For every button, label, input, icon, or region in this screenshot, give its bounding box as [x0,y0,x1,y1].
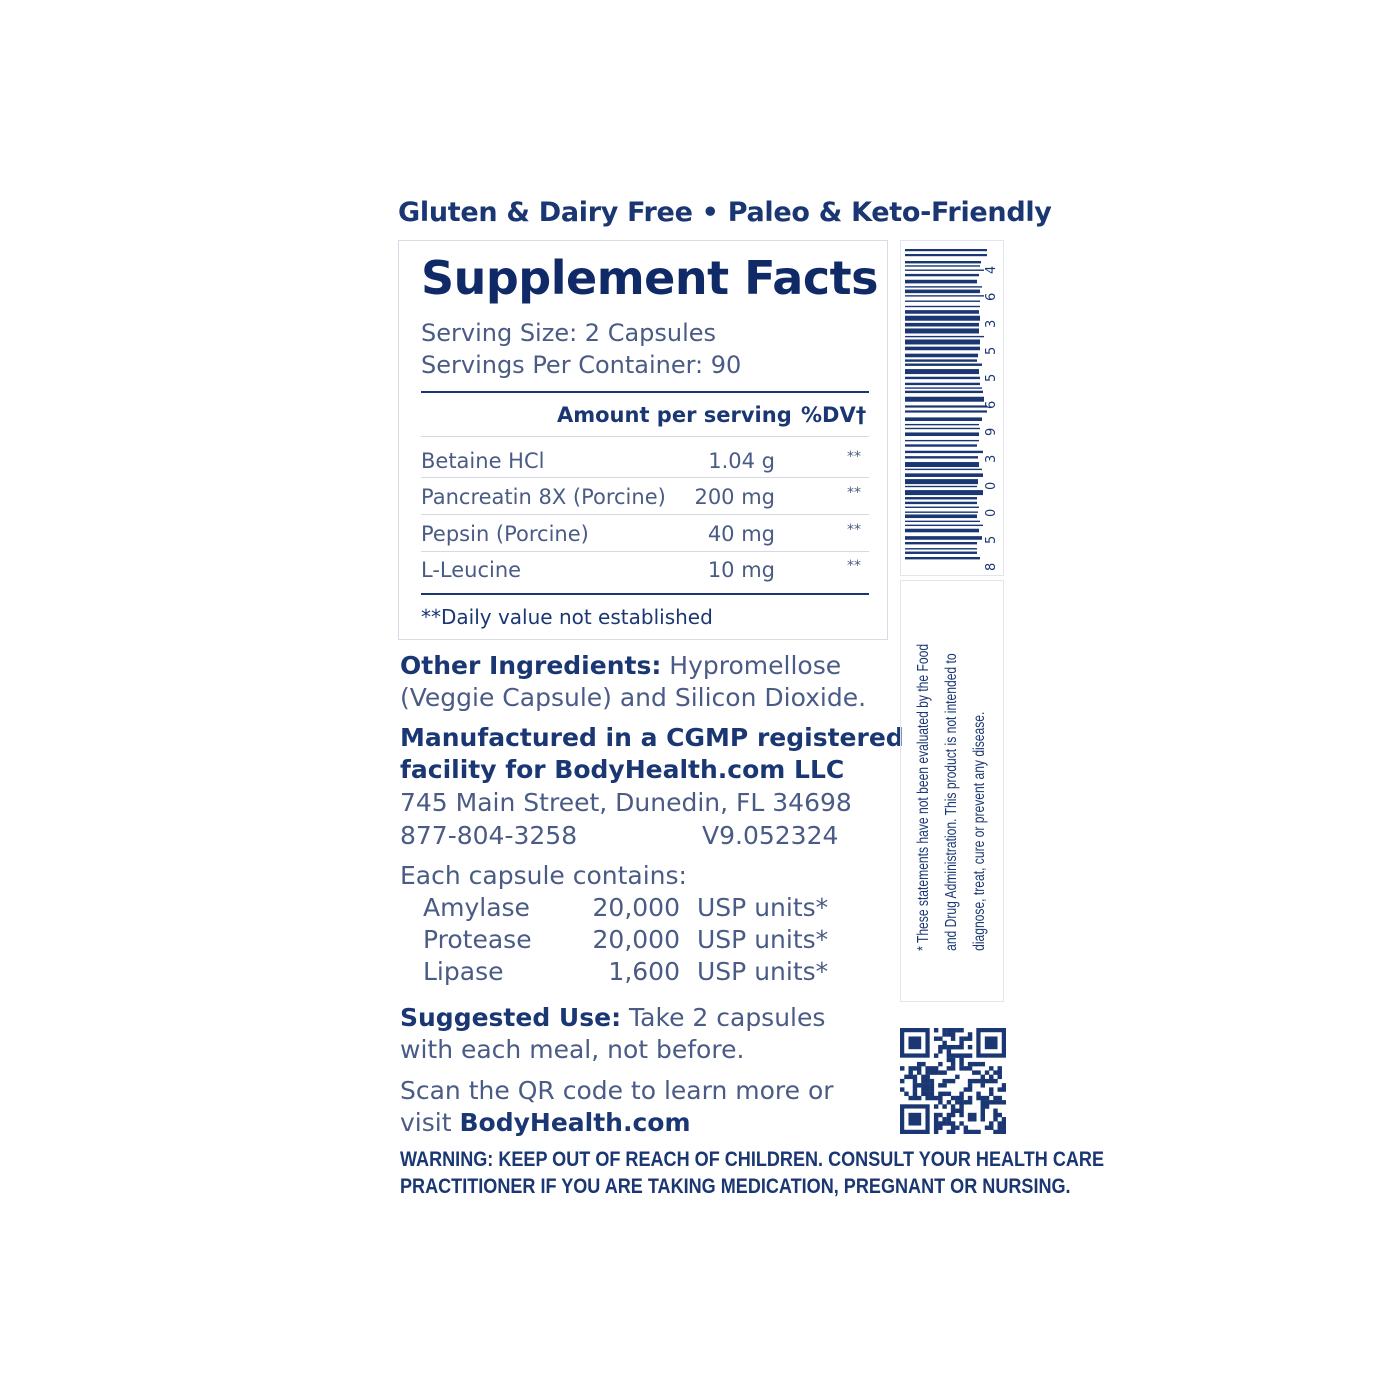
dv-footnote: **Daily value not established [421,605,713,629]
suggested-use-value: Take 2 capsules [629,1003,826,1032]
ingredient-name: L-Leucine [421,558,522,582]
enzyme-amount: 20,000 [592,925,680,954]
fda-disclaimer-box: * These statements have not been evaluat… [900,580,1004,1002]
servings-per-container: Servings Per Container: 90 [421,351,742,379]
enzyme-name: Protease [423,925,532,954]
ingredient-amount: 40 mg [707,522,775,546]
ingredient-name: Pepsin (Porcine) [421,522,589,546]
suggested-use-label: Suggested Use: [400,1003,622,1032]
warning-text: WARNING: KEEP OUT OF REACH OF CHILDREN. … [400,1146,1104,1200]
barcode-graphic: 8 5 0 0 3 9 6 5 5 3 6 4 [905,249,999,571]
divider [421,436,869,437]
svg-text:5: 5 [984,374,999,382]
website-link[interactable]: BodyHealth.com [459,1108,691,1137]
qr-code-graphic [900,1028,1007,1135]
enzyme-unit: USP units* [697,893,829,922]
barcode: 8 5 0 0 3 9 6 5 5 3 6 4 [900,240,1004,576]
ingredient-name: Pancreatin 8X (Porcine) [421,485,666,509]
ingredient-dv: ** [847,449,861,465]
enzyme-amount: 20,000 [592,893,680,922]
dv-header: %DV† [801,403,867,427]
ingredient-dv: ** [847,558,861,574]
svg-text:5: 5 [984,347,999,355]
svg-text:8: 8 [984,563,999,571]
manufacturer-line2: facility for BodyHealth.com LLC [400,755,845,784]
manufacturer-address: 745 Main Street, Dunedin, FL 34698 [400,788,852,817]
svg-text:0: 0 [984,482,999,490]
other-ingredients-line1: Other Ingredients: Hypromellose [400,650,841,682]
svg-text:9: 9 [984,428,999,436]
svg-text:0: 0 [984,509,999,517]
enzyme-name: Amylase [423,893,530,922]
amount-header: Amount per serving [557,403,792,427]
warning-line1: WARNING: KEEP OUT OF REACH OF CHILDREN. … [400,1148,1105,1171]
suggested-use-line1: Suggested Use: Take 2 capsules [400,1002,825,1034]
svg-text:6: 6 [984,401,999,409]
svg-text:4: 4 [984,266,999,274]
scan-line2: visit BodyHealth.com [400,1107,691,1139]
warning-line2: PRACTITIONER IF YOU ARE TAKING MEDICATIO… [400,1175,1071,1198]
tagline: Gluten & Dairy Free • Paleo & Keto-Frien… [398,197,1052,228]
svg-text:3: 3 [984,320,999,328]
enzyme-unit: USP units* [697,925,829,954]
capsule-heading: Each capsule contains: [400,861,687,890]
manufacturer-line1: Manufactured in a CGMP registered [400,723,904,752]
other-ingredients-label: Other Ingredients: [400,651,662,680]
enzyme-amount: 1,600 [608,957,680,986]
other-ingredients-line2: (Veggie Capsule) and Silicon Dioxide. [400,683,867,712]
manufacturer-phone: 877-804-3258 [400,821,578,850]
suggested-use-line2: with each meal, not before. [400,1035,745,1064]
serving-size: Serving Size: 2 Capsules [421,319,717,347]
ingredient-name: Betaine HCl [421,449,545,473]
ingredient-amount: 200 mg [694,485,775,509]
divider [421,391,869,393]
svg-text:5: 5 [984,536,999,544]
facts-title: Supplement Facts [421,251,879,305]
ingredient-amount: 1.04 g [708,449,775,473]
divider [421,514,869,515]
divider [421,477,869,478]
supplement-facts-panel: Supplement Facts Serving Size: 2 Capsule… [398,240,888,640]
qr-code[interactable] [900,1028,1007,1135]
other-ingredients-value: Hypromellose [669,651,842,680]
scan-prefix: visit [400,1108,452,1137]
divider [421,593,869,595]
enzyme-unit: USP units* [697,957,829,986]
ingredient-dv: ** [847,485,861,501]
scan-line1: Scan the QR code to learn more or [400,1076,834,1105]
svg-text:3: 3 [984,455,999,463]
svg-text:6: 6 [984,293,999,301]
label-version: V9.052324 [702,821,839,850]
divider [421,551,869,552]
enzyme-name: Lipase [423,957,504,986]
fda-disclaimer: * These statements have not been evaluat… [915,643,988,951]
ingredient-amount: 10 mg [707,558,775,582]
ingredient-dv: ** [847,522,861,538]
